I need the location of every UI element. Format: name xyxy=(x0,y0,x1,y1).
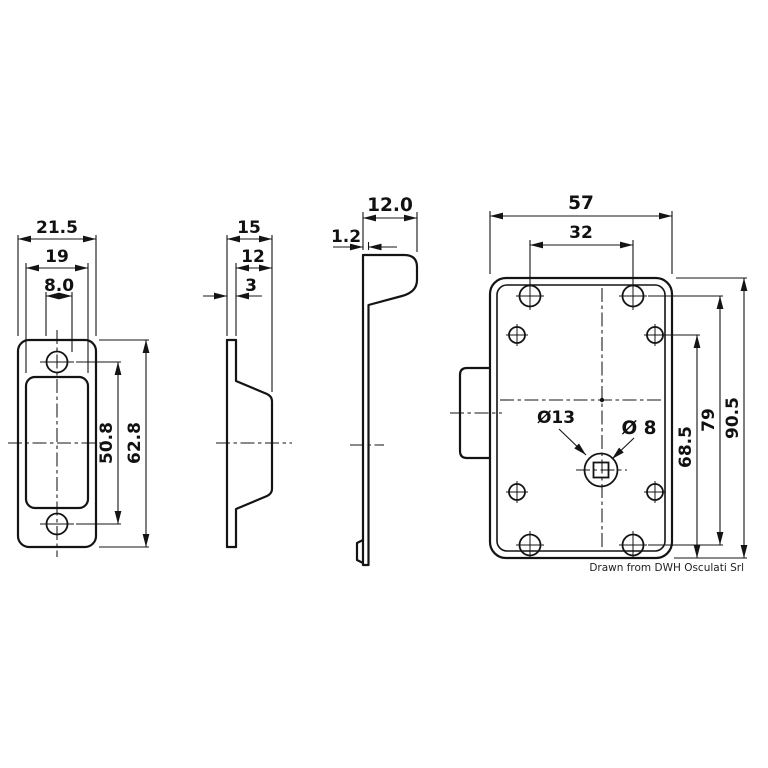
dim-strike-hole-spacing: 50.8 xyxy=(97,422,117,464)
strike-plate-side-view xyxy=(216,338,292,549)
strike-plate-front-view xyxy=(8,330,104,557)
dim-caseside-thickness: 1.2 xyxy=(331,227,361,247)
dim-strike-overall-width: 21.5 xyxy=(36,218,78,238)
dim-strikeside-channel-depth: 12 xyxy=(241,247,265,267)
label-square-hole-size: Ø 8 xyxy=(621,418,656,439)
dim-strike-offset: 8.0 xyxy=(44,276,74,296)
case-side-dimensions xyxy=(333,212,418,252)
strike-plate-front-dimensions xyxy=(17,235,150,548)
case-front-view xyxy=(450,276,674,560)
dim-case-overall-height: 90.5 xyxy=(723,397,743,439)
case-front-dimensions xyxy=(489,211,748,559)
dim-strikeside-depth: 15 xyxy=(237,218,261,238)
dim-caseside-depth: 12.0 xyxy=(367,195,413,216)
label-spindle-hole-diameter: Ø13 xyxy=(537,408,575,428)
strike-plate-side-dimensions xyxy=(203,235,273,392)
credit-text: Drawn from DWH Osculati Srl xyxy=(589,562,744,574)
dim-case-screw-spacing-h: 32 xyxy=(569,223,593,243)
dim-strikeside-thickness: 3 xyxy=(245,276,257,296)
dim-case-overall-width: 57 xyxy=(568,193,594,214)
dim-strike-plate-width: 19 xyxy=(45,247,69,267)
case-side-view xyxy=(350,253,419,567)
dim-case-screw-spacing-v: 79 xyxy=(699,408,719,432)
dim-strike-overall-height: 62.8 xyxy=(125,422,145,464)
dim-case-inner-height: 68.5 xyxy=(676,426,696,468)
dimension-labels: 21.5 19 8.0 50.8 62.8 15 12 3 12.0 1.2 5… xyxy=(36,193,744,574)
